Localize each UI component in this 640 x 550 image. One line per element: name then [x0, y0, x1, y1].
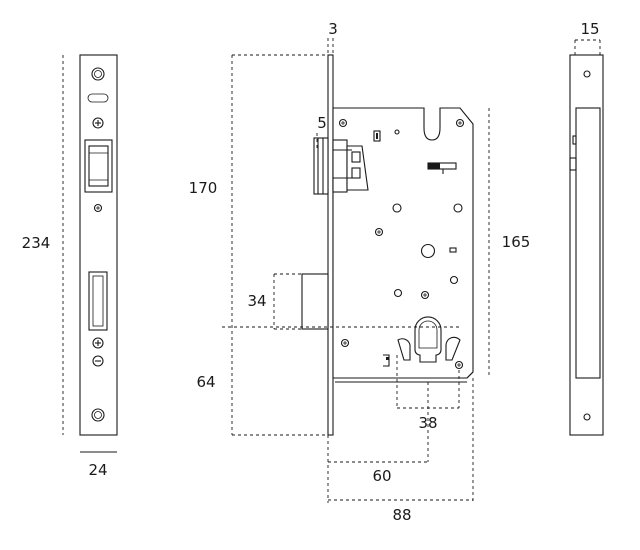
cylinder-cutout — [414, 316, 442, 363]
screw-icon — [374, 227, 384, 237]
hole — [453, 203, 463, 213]
screw-icon — [92, 337, 104, 349]
faceplate-edge — [327, 54, 334, 436]
deadbolt — [92, 275, 104, 327]
logo-badge — [87, 93, 109, 103]
screw-icon — [93, 203, 103, 213]
back-view — [569, 39, 604, 436]
back-case — [575, 107, 601, 379]
dim-label-case-depth: 88 — [392, 506, 411, 524]
latch-assembly — [313, 137, 369, 195]
lock-case — [332, 107, 474, 379]
lever-stop — [373, 130, 381, 142]
dim-label-faceplate-height: 234 — [22, 234, 51, 252]
latch-opening — [84, 139, 113, 193]
small-slot — [449, 247, 457, 253]
screw-icon — [340, 338, 350, 348]
pin — [394, 129, 400, 135]
screw-icon — [454, 360, 464, 370]
dim-label-case-lower: 64 — [196, 373, 215, 391]
cam-lobe-left — [397, 338, 411, 361]
cam-lobe-right — [445, 336, 461, 361]
dim-label-back-width: 15 — [580, 20, 599, 38]
dim-label-cylinder-width: 38 — [418, 414, 437, 432]
follower-hole — [420, 243, 436, 259]
front-view — [62, 54, 118, 453]
faceplate-outline — [79, 54, 118, 436]
screw-hole-top-inner — [94, 70, 102, 78]
dim-label-faceplate-width: 24 — [88, 461, 107, 479]
deadbolt-opening — [88, 271, 108, 331]
hole — [393, 288, 403, 298]
dim-label-faceplate-thickness: 3 — [328, 20, 338, 38]
side-view — [222, 38, 490, 503]
hole — [392, 203, 402, 213]
dim-label-case-height: 165 — [502, 233, 531, 251]
dim-label-deadbolt-height: 34 — [247, 292, 266, 310]
cam-bracket — [383, 354, 390, 367]
deadbolt-side — [301, 273, 329, 330]
screw-icon — [455, 118, 465, 128]
screw-hole-top — [91, 67, 105, 81]
hole — [449, 275, 459, 285]
screw-icon — [420, 290, 430, 300]
dim-label-latch-offset: 5 — [317, 114, 327, 132]
screw-icon — [92, 117, 104, 129]
latch-bolt — [88, 145, 109, 187]
dim-label-backset: 60 — [372, 467, 391, 485]
screw-icon — [92, 355, 104, 367]
hole — [583, 70, 591, 78]
screw-icon — [338, 118, 348, 128]
dim-label-case-upper: 170 — [189, 179, 218, 197]
hole — [583, 413, 591, 421]
screw-hole-bottom — [91, 408, 105, 422]
latch-bolt-side — [313, 137, 329, 195]
screw-hole-bottom-inner — [94, 411, 102, 419]
